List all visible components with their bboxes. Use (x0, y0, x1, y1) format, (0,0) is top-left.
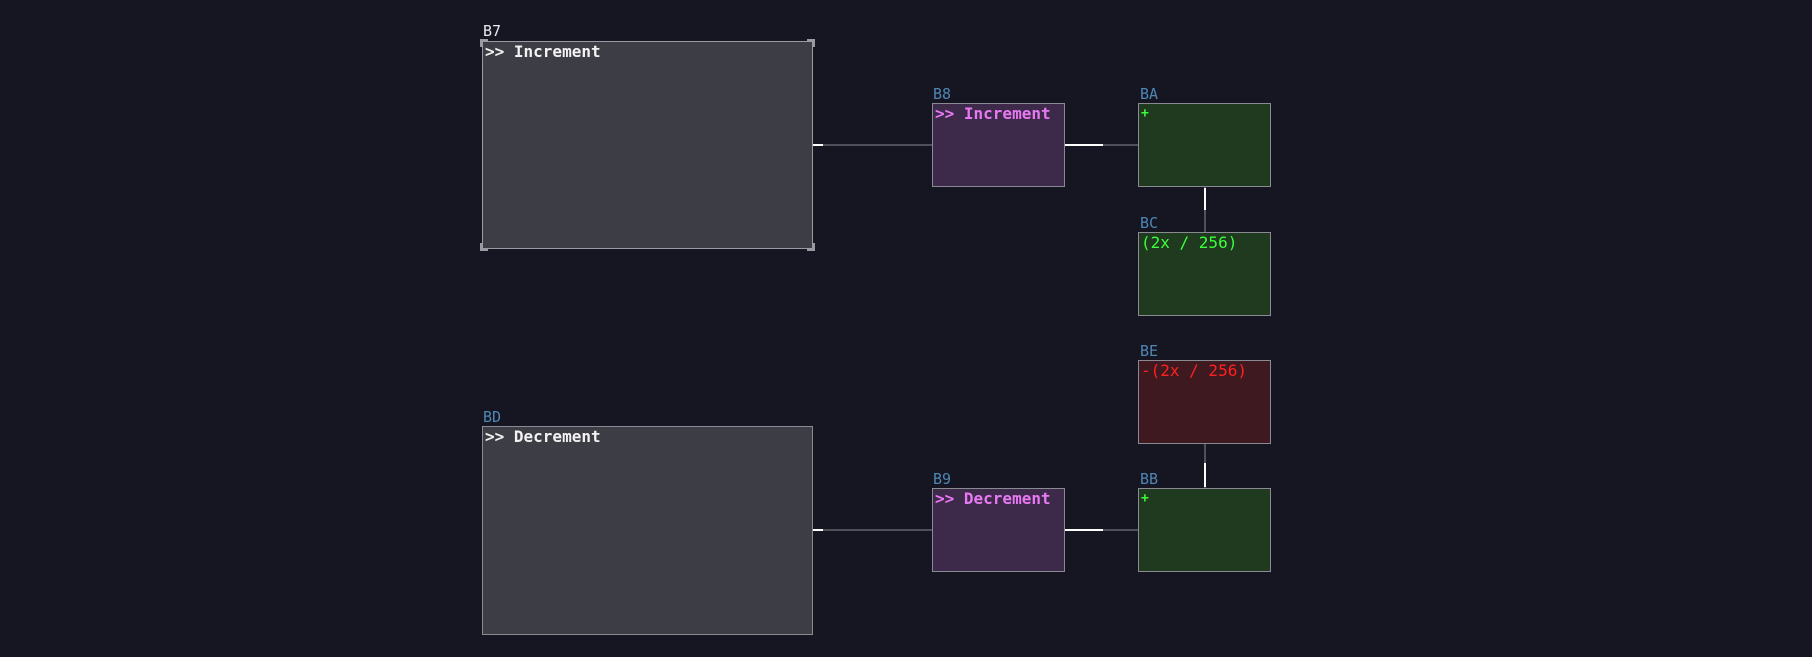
node-id-b9: B9 (933, 470, 952, 488)
node-label-b8: >> Increment (935, 104, 1051, 123)
node-bb-add[interactable]: + (1138, 488, 1271, 572)
node-id-bd: BD (483, 408, 502, 426)
node-id-be: BE (1140, 342, 1159, 360)
node-label-bc: (2x / 256) (1141, 233, 1238, 252)
node-id-bb: BB (1140, 470, 1159, 488)
selection-handle-tr[interactable] (807, 39, 815, 47)
node-id-bc: BC (1140, 214, 1159, 232)
selection-handle-bl[interactable] (480, 243, 488, 251)
node-label-b9: >> Decrement (935, 489, 1051, 508)
node-bc-expression[interactable]: (2x / 256) (1138, 232, 1271, 316)
node-bd-decrement-event[interactable]: >> Decrement (482, 426, 813, 635)
node-ba-add[interactable]: + (1138, 103, 1271, 187)
node-b9-decrement-relay[interactable]: >> Decrement (932, 488, 1065, 572)
node-label-b7: >> Increment (485, 42, 601, 61)
node-id-ba: BA (1140, 85, 1159, 103)
node-id-b8: B8 (933, 85, 952, 103)
node-label-bb: + (1141, 491, 1149, 506)
node-be-negative-expression[interactable]: -(2x / 256) (1138, 360, 1271, 444)
selection-handle-br[interactable] (807, 243, 815, 251)
node-b7-increment-event[interactable]: >> Increment (480, 39, 815, 251)
selection-handle-tl[interactable] (480, 39, 488, 47)
node-label-be: -(2x / 256) (1141, 361, 1247, 380)
node-id-b7: B7 (483, 22, 502, 40)
node-label-ba: + (1141, 106, 1149, 121)
node-label-bd: >> Decrement (485, 427, 601, 446)
node-b8-increment-relay[interactable]: >> Increment (932, 103, 1065, 187)
